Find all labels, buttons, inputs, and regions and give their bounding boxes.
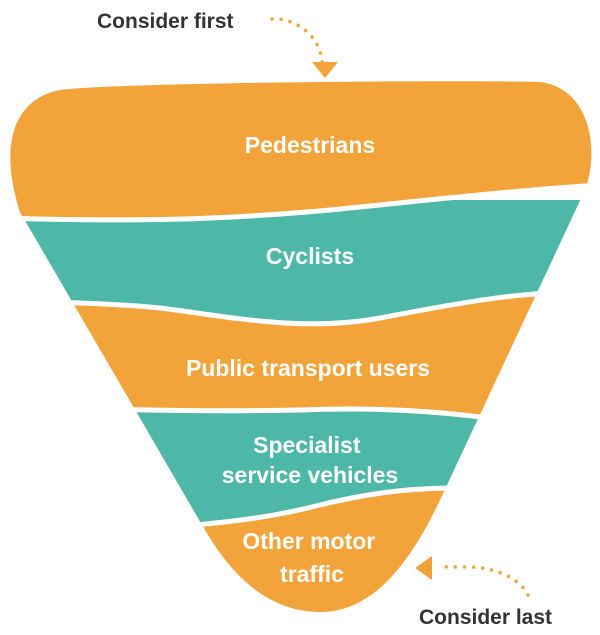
consider-first-arrowhead [312,62,338,78]
layer-label-other-motor-traffic: Other motor traffic [242,528,381,587]
layer-label-specialist-service-vehicles: Specialist service vehicles [222,432,398,488]
separator-line [10,182,592,223]
separator-line [10,289,592,327]
consider-first-label: Consider first [97,10,234,33]
consider-last-arrow-dots [438,565,530,597]
consider-first-arrow-dots [270,17,324,64]
consider-last-label: Consider last [419,606,552,629]
layer-label-pedestrians: Pedestrians [245,132,375,158]
layer-band-public-transport-users [10,290,592,440]
layer-band-pedestrians [10,81,592,220]
layer-label-public-transport-users: Public transport users [186,355,430,381]
layer-band-cyclists [10,200,592,324]
consider-last-arrowhead [415,556,432,580]
layer-label-cyclists: Cyclists [266,243,354,269]
